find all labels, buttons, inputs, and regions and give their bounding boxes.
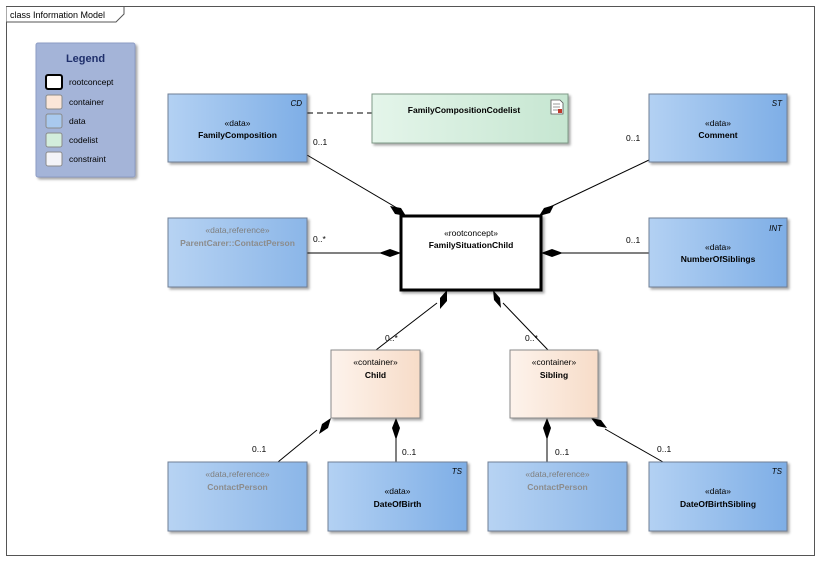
type-tag: ST (772, 99, 783, 108)
composition-diamond (390, 206, 406, 216)
multiplicities: 0..1 0..1 0..* 0..1 0..* 0..* 0..1 0..1 … (252, 133, 671, 457)
multiplicity-parent-carer: 0..* (313, 234, 326, 244)
class-stereotype: «data,reference» (205, 469, 270, 479)
class-name: Comment (698, 130, 737, 140)
class-stereotype: «rootconcept» (444, 228, 498, 238)
class-child[interactable]: «container» Child (330, 349, 421, 419)
connector-child[interactable] (375, 302, 438, 351)
class-contact-person-sibling[interactable]: «data,reference» ContactPerson (487, 461, 628, 532)
connector-comment[interactable] (547, 159, 650, 209)
connector-date-of-birth-sibling[interactable] (604, 428, 664, 463)
type-tag: TS (772, 467, 783, 476)
legend-title: Legend (66, 53, 105, 65)
class-stereotype: «data,reference» (205, 225, 270, 235)
class-stereotype: «data» (385, 486, 411, 496)
class-family-composition-codelist[interactable]: FamilyCompositionCodelist (371, 93, 569, 144)
class-date-of-birth-sibling[interactable]: TS «data» DateOfBirthSibling (648, 461, 788, 532)
multiplicity-family-composition: 0..1 (313, 137, 327, 147)
class-stereotype: «data» (705, 118, 731, 128)
legend-label: codelist (69, 135, 98, 145)
note-icon (550, 99, 564, 115)
composition-diamonds (319, 205, 607, 440)
class-comment[interactable]: ST «data» Comment (648, 93, 788, 163)
class-contact-person-child[interactable]: «data,reference» ContactPerson (167, 461, 308, 532)
multiplicity-contact-person-sibling: 0..1 (555, 447, 569, 457)
class-number-of-siblings[interactable]: INT «data» NumberOfSiblings (648, 217, 788, 288)
class-stereotype: «data,reference» (525, 469, 590, 479)
multiplicity-contact-person-child: 0..1 (252, 444, 266, 454)
connector-family-composition[interactable] (306, 154, 398, 209)
composition-diamond (493, 290, 501, 308)
class-name: NumberOfSiblings (681, 254, 756, 264)
multiplicity-date-of-birth: 0..1 (402, 447, 416, 457)
legend-label: rootconcept (69, 77, 114, 87)
legend-label: container (69, 97, 104, 107)
composition-diamond (543, 418, 551, 440)
class-stereotype: «container» (353, 357, 398, 367)
multiplicity-date-of-birth-sibling: 0..1 (657, 444, 671, 454)
class-parent-carer-contact-person[interactable]: «data,reference» ParentCarer::ContactPer… (167, 217, 308, 288)
class-stereotype: «data» (705, 242, 731, 252)
class-name: DateOfBirthSibling (680, 499, 756, 509)
class-name: ParentCarer::ContactPerson (180, 238, 295, 248)
composition-diamond (379, 249, 401, 257)
multiplicity-comment: 0..1 (626, 133, 640, 143)
class-family-situation-child[interactable]: «rootconcept» FamilySituationChild (399, 214, 543, 292)
composition-diamond (591, 418, 607, 428)
multiplicity-child: 0..* (385, 333, 398, 343)
legend-item-codelist: codelist (45, 132, 98, 148)
multiplicity-number-of-siblings: 0..1 (626, 235, 640, 245)
type-tag: INT (769, 224, 783, 233)
class-name: Sibling (540, 370, 568, 380)
class-family-composition[interactable]: CD «data» FamilyComposition (167, 93, 308, 163)
composition-diamond (539, 205, 554, 216)
class-name: ContactPerson (527, 482, 587, 492)
class-name: FamilyComposition (198, 130, 277, 140)
legend-label: data (69, 116, 86, 126)
class-name: FamilyCompositionCodelist (408, 105, 521, 115)
legend-item-data: data (45, 113, 86, 129)
composition-diamond (392, 418, 400, 440)
type-tag: TS (452, 467, 463, 476)
legend: Legend rootconcept container data codeli… (35, 42, 136, 178)
composition-diamond (319, 418, 331, 434)
class-stereotype: «data» (705, 486, 731, 496)
legend-item-container: container (45, 94, 104, 110)
class-name: Child (365, 370, 386, 380)
legend-item-constraint: constraint (45, 151, 106, 167)
class-stereotype: «container» (532, 357, 577, 367)
class-name: FamilySituationChild (429, 240, 514, 250)
class-stereotype: «data» (225, 118, 251, 128)
frame-title: class Information Model (10, 10, 105, 20)
class-name: ContactPerson (207, 482, 267, 492)
composition-diamond (541, 249, 563, 257)
legend-label: constraint (69, 154, 106, 164)
connector-sibling[interactable] (502, 302, 549, 351)
class-name: DateOfBirth (374, 499, 422, 509)
multiplicity-sibling: 0..* (525, 333, 538, 343)
type-tag: CD (290, 99, 302, 108)
class-sibling[interactable]: «container» Sibling (509, 349, 599, 419)
connectors (277, 112, 664, 463)
connector-contact-person-child[interactable] (277, 429, 318, 463)
legend-item-rootconcept: rootconcept (45, 74, 114, 90)
composition-diamond (440, 290, 447, 309)
class-date-of-birth[interactable]: TS «data» DateOfBirth (327, 461, 468, 532)
